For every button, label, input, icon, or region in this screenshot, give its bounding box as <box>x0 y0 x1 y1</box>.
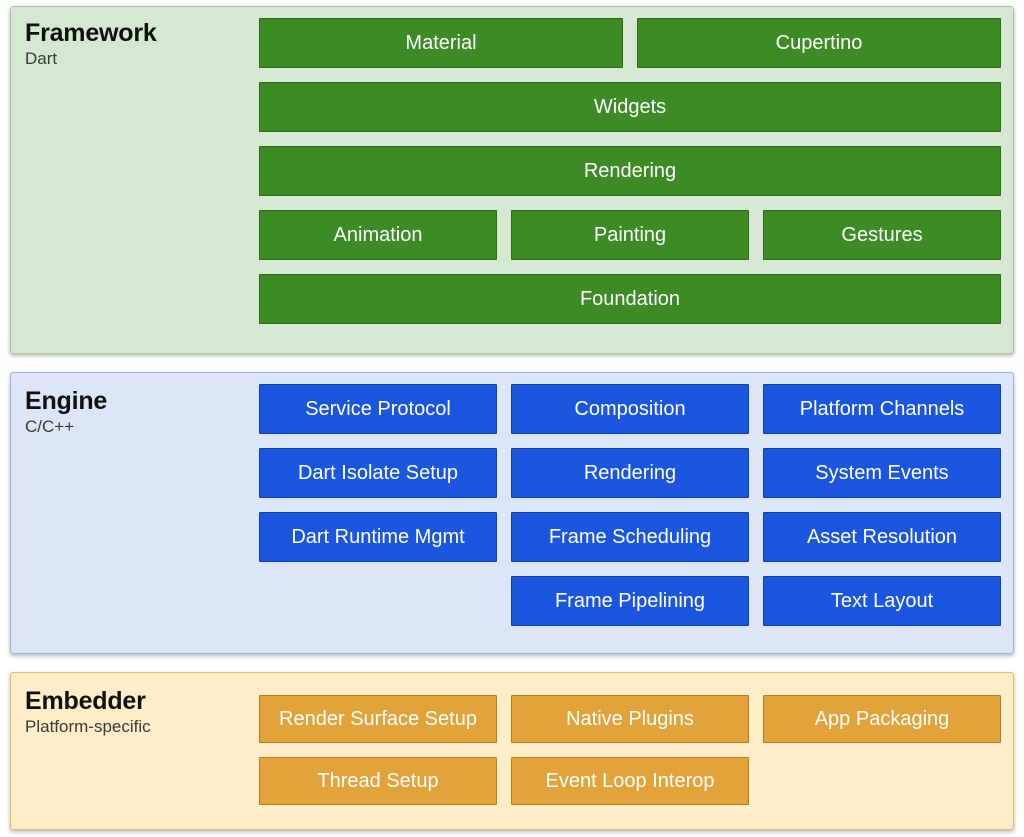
layer-embedder-boxes: Render Surface Setup Native Plugins App Pa… <box>259 673 1015 805</box>
box-animation[interactable]: Animation <box>259 210 497 260</box>
layer-engine-boxes: Service Protocol Composition Platform Chan… <box>259 373 1015 626</box>
grid-spacer <box>763 757 1001 805</box>
layer-framework-row: Widgets <box>259 82 1001 132</box>
box-asset-resolution[interactable]: Asset Resolution <box>763 512 1001 562</box>
layer-framework-row: Material Cupertino <box>259 18 1001 68</box>
box-app-packaging[interactable]: App Packaging <box>763 695 1001 743</box>
layer-engine-title: Engine <box>25 387 108 415</box>
box-gestures[interactable]: Gestures <box>763 210 1001 260</box>
layer-framework-row: Animation Painting Gestures <box>259 210 1001 260</box>
box-system-events[interactable]: System Events <box>763 448 1001 498</box>
layer-framework-row: Rendering <box>259 146 1001 196</box>
box-painting[interactable]: Painting <box>511 210 749 260</box>
box-frame-pipelining[interactable]: Frame Pipelining <box>511 576 749 626</box>
box-render-surface-setup[interactable]: Render Surface Setup <box>259 695 497 743</box>
box-material[interactable]: Material <box>259 18 623 68</box>
layer-engine-header: Engine C/C++ <box>11 373 259 437</box>
box-thread-setup[interactable]: Thread Setup <box>259 757 497 805</box>
box-native-plugins[interactable]: Native Plugins <box>511 695 749 743</box>
box-foundation[interactable]: Foundation <box>259 274 1001 324</box>
box-event-loop-interop[interactable]: Event Loop Interop <box>511 757 749 805</box>
layer-framework-subtitle: Dart <box>25 49 58 68</box>
box-text-layout[interactable]: Text Layout <box>763 576 1001 626</box>
box-dart-isolate-setup[interactable]: Dart Isolate Setup <box>259 448 497 498</box>
layer-embedder: Embedder Platform-specific Render Surfac… <box>10 672 1014 830</box>
layer-framework-header: Framework Dart <box>11 7 259 69</box>
layer-embedder-header: Embedder Platform-specific <box>11 673 259 737</box>
layer-engine-subtitle: C/C++ <box>25 417 75 436</box>
layer-framework-title: Framework <box>25 19 157 47</box>
grid-spacer <box>259 576 497 626</box>
layer-engine-row: Service Protocol Composition Platform Chan… <box>259 384 1001 434</box>
box-service-protocol[interactable]: Service Protocol <box>259 384 497 434</box>
box-widgets[interactable]: Widgets <box>259 82 1001 132</box>
layer-embedder-title: Embedder <box>25 687 146 715</box>
layer-engine-row: Dart Isolate Setup Rendering System Events <box>259 448 1001 498</box>
box-rendering[interactable]: Rendering <box>511 448 749 498</box>
layer-engine-row: Frame Pipelining Text Layout <box>259 576 1001 626</box>
box-dart-runtime-mgmt[interactable]: Dart Runtime Mgmt <box>259 512 497 562</box>
layer-framework-row: Foundation <box>259 274 1001 324</box>
layer-embedder-row: Render Surface Setup Native Plugins App Pa… <box>259 695 1001 743</box>
box-frame-scheduling[interactable]: Frame Scheduling <box>511 512 749 562</box>
box-composition[interactable]: Composition <box>511 384 749 434</box>
layer-embedder-subtitle: Platform-specific <box>25 717 151 736</box>
box-cupertino[interactable]: Cupertino <box>637 18 1001 68</box>
box-platform-channels[interactable]: Platform Channels <box>763 384 1001 434</box>
box-rendering[interactable]: Rendering <box>259 146 1001 196</box>
layer-engine: Engine C/C++ Service Protocol Composition… <box>10 372 1014 654</box>
layer-embedder-row: Thread Setup Event Loop Interop <box>259 757 1001 805</box>
layer-engine-row: Dart Runtime Mgmt Frame Scheduling Asset R… <box>259 512 1001 562</box>
